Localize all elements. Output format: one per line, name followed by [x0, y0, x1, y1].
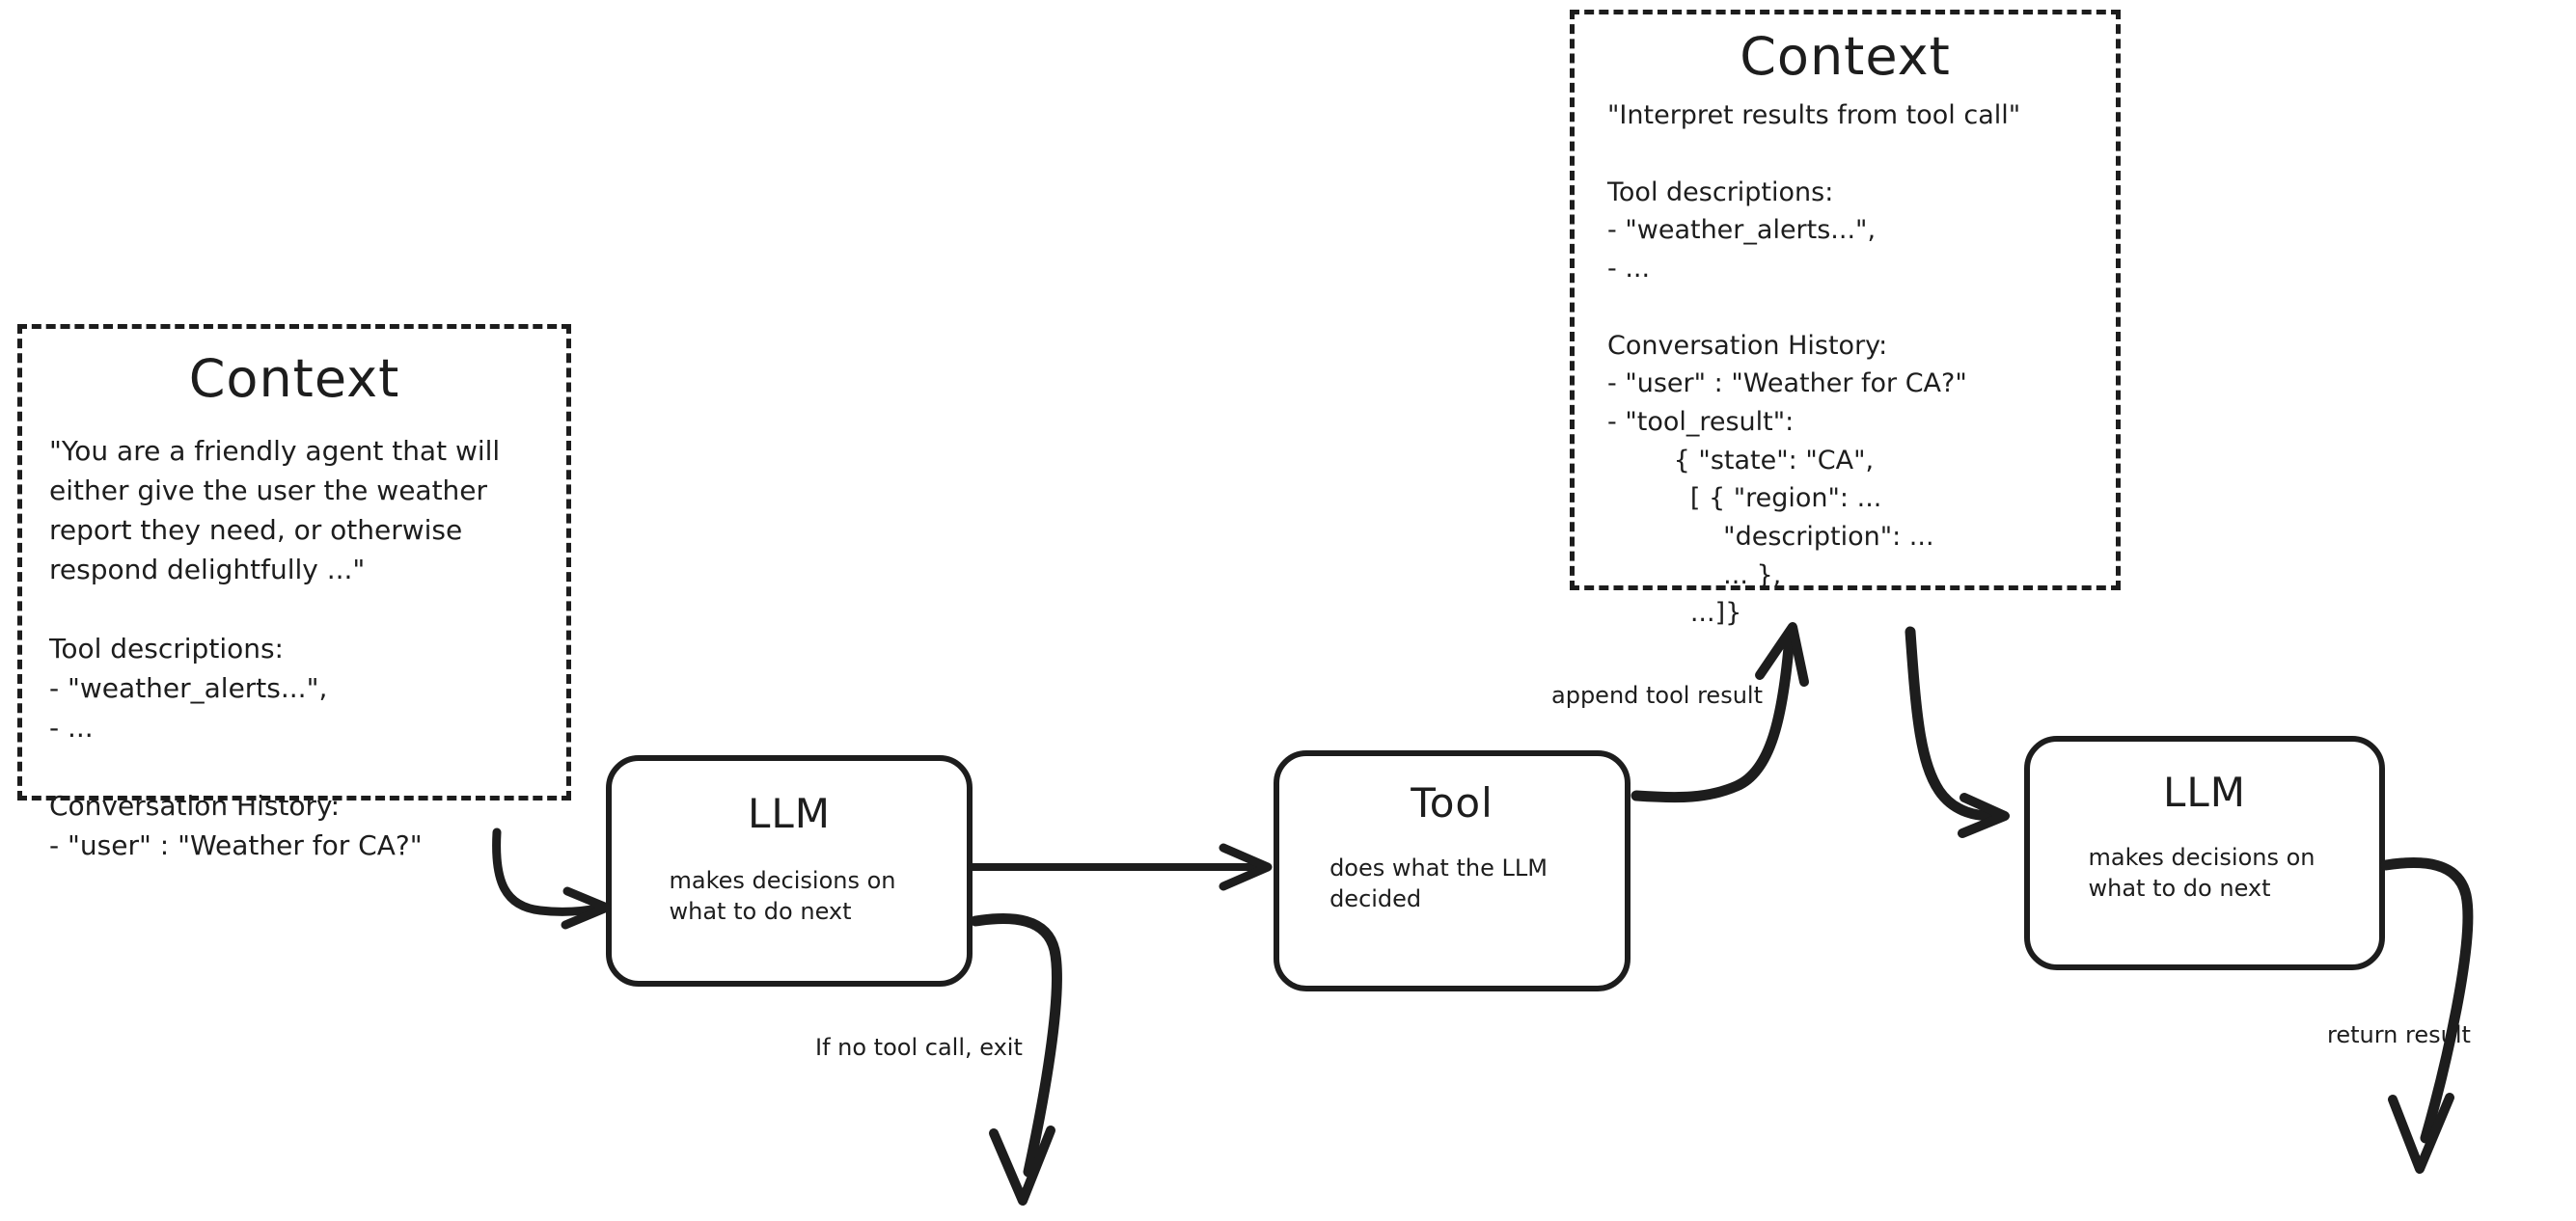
node-llm-left[interactable]: LLM makes decisions on what to do next [606, 755, 973, 987]
context-right-body: "Interpret results from tool call" Tool … [1607, 100, 2021, 629]
context-right-title: Context [1740, 26, 1951, 87]
node-llm-left-subtitle: makes decisions on what to do next [669, 867, 896, 925]
edge-label-append-tool-result: append tool result [1551, 682, 1763, 709]
node-llm-right[interactable]: LLM makes decisions on what to do next [2024, 736, 2385, 970]
node-llm-right-subtitle: makes decisions on what to do next [2088, 844, 2316, 902]
context-box-right: Context "Interpret results from tool cal… [1570, 10, 2121, 628]
arrow-llm-to-tool [967, 843, 1273, 891]
context-box-left: Context "You are a friendly agent that w… [17, 324, 571, 861]
edge-label-return-result: return result [2327, 1021, 2471, 1048]
context-left-title: Context [188, 348, 400, 409]
node-tool-subtitle: does what the LLM decided [1329, 855, 1548, 912]
context-left-body: "You are a friendly agent that will eith… [49, 435, 501, 862]
node-tool-title: Tool [1411, 779, 1494, 827]
edge-label-if-no-tool-call-exit: If no tool call, exit [815, 1034, 1023, 1061]
node-llm-left-title: LLM [747, 790, 832, 837]
node-tool[interactable]: Tool does what the LLM decided [1274, 750, 1631, 991]
arrow-tool-to-context [1631, 622, 1809, 803]
node-llm-right-title: LLM [2162, 769, 2247, 816]
arrow-llm-return [2380, 857, 2474, 1174]
arrow-context-to-llm-right [1905, 626, 2010, 838]
